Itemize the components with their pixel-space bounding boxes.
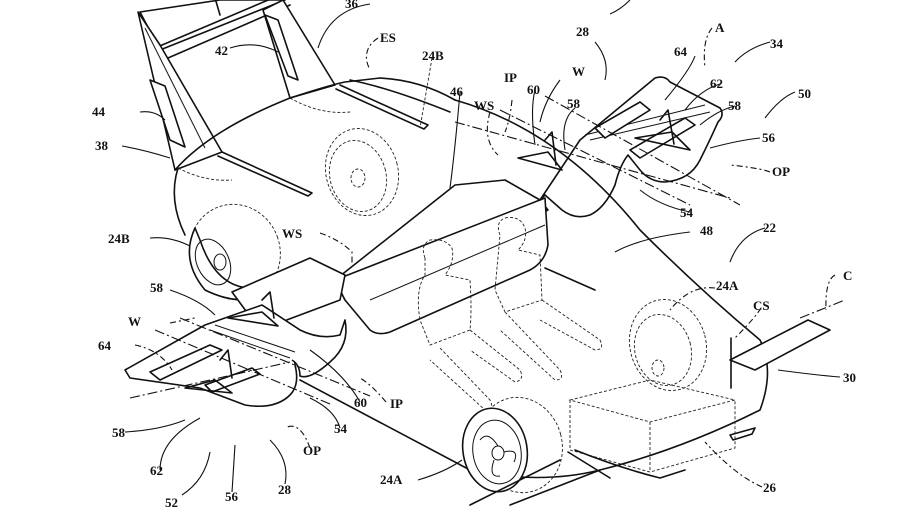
label-C: C	[843, 268, 852, 283]
label-30: 30	[843, 370, 856, 385]
label-ES: ES	[380, 30, 396, 45]
leader-lines	[121, 0, 841, 496]
rear-wing-assembly	[137, 0, 351, 181]
label-24B-top: 24B	[422, 48, 444, 63]
label-54-bottom: 54	[334, 421, 348, 436]
label-28-bottom: 28	[278, 482, 292, 497]
label-54-top: 54	[680, 205, 694, 220]
label-62-bottom: 62	[150, 463, 163, 478]
label-48: 48	[700, 223, 714, 238]
reference-labels: 36 42 ES 24B 44 38 24B WS 46 28 A 34 64 …	[92, 0, 856, 507]
vehicle-rear-body	[173, 77, 456, 236]
label-58-left: 58	[150, 280, 164, 295]
wheel-24A-front-right	[628, 299, 708, 391]
label-56-bottom: 56	[225, 489, 239, 504]
label-36: 36	[345, 0, 359, 11]
label-64-left: 64	[98, 338, 112, 353]
label-CS: CS	[753, 298, 770, 313]
wheel-24A-front-left	[461, 396, 563, 494]
label-56-top: 56	[762, 130, 776, 145]
wheel-24B-rear-right	[324, 128, 400, 216]
label-50: 50	[798, 86, 811, 101]
label-38: 38	[95, 138, 109, 153]
label-60-top: 60	[527, 82, 540, 97]
label-64-top: 64	[674, 44, 688, 59]
label-WS-left: WS	[282, 226, 302, 241]
label-OP-bottom: OP	[303, 443, 321, 458]
label-W-left: W	[128, 314, 141, 329]
label-IP-bottom: IP	[390, 396, 403, 411]
label-34: 34	[770, 36, 784, 51]
label-26: 26	[763, 480, 777, 495]
label-24B-left: 24B	[108, 231, 130, 246]
label-24A-bottom: 24A	[380, 472, 403, 487]
label-OP-top: OP	[772, 164, 790, 179]
label-62-top: 62	[710, 76, 723, 91]
label-58-bottom: 58	[112, 425, 126, 440]
left-rotor-duct	[124, 291, 371, 408]
label-46: 46	[450, 84, 464, 99]
label-22: 22	[763, 220, 776, 235]
label-44: 44	[92, 104, 106, 119]
label-28-top: 28	[576, 24, 590, 39]
label-58-top-left: 58	[567, 96, 581, 111]
right-rotor-duct	[454, 76, 741, 218]
label-60-bottom: 60	[354, 395, 367, 410]
label-A: A	[715, 20, 725, 35]
label-IP-top: IP	[504, 70, 517, 85]
label-58-top-right: 58	[728, 98, 742, 113]
label-42: 42	[215, 43, 228, 58]
label-52: 52	[165, 495, 178, 507]
label-W-top: W	[572, 64, 585, 79]
label-24A-top: 24A	[716, 278, 739, 293]
front-canard-30	[469, 299, 846, 506]
label-WS-top: WS	[474, 98, 494, 113]
